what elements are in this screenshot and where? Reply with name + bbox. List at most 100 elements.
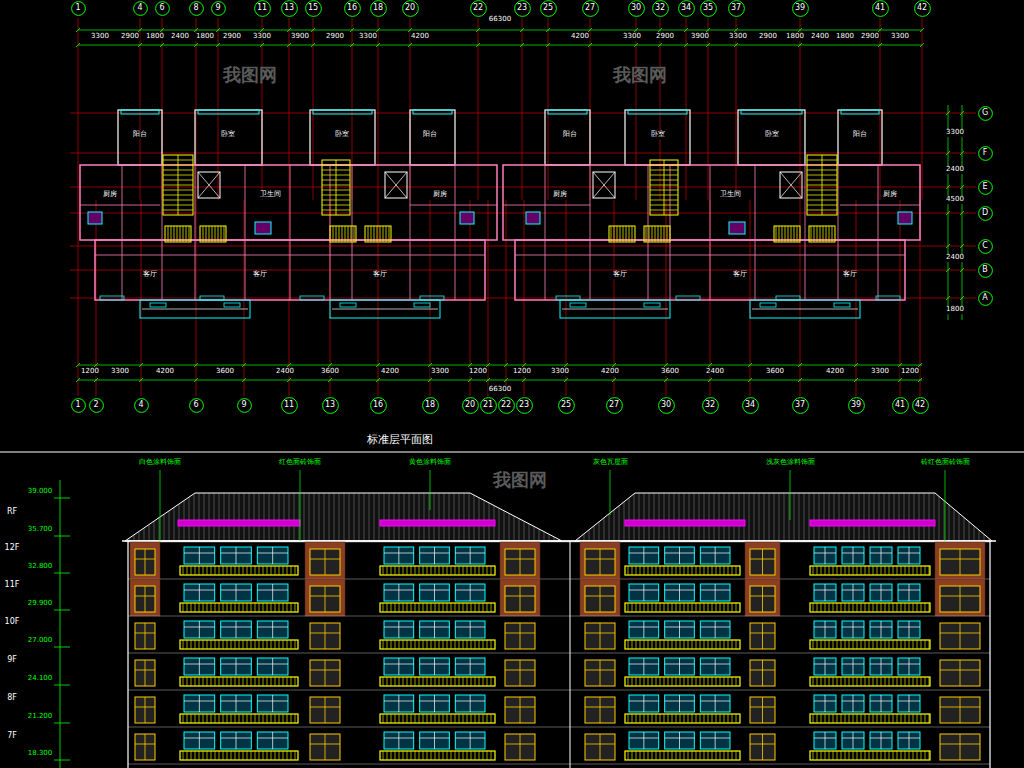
window-transom <box>135 559 155 560</box>
roof-tile <box>249 493 250 541</box>
railing-bar <box>720 566 721 575</box>
railing-bar <box>893 640 894 649</box>
railing-bar <box>716 566 717 575</box>
stair-tread <box>776 226 777 242</box>
railing-bar <box>628 640 629 649</box>
railing-bar <box>885 603 886 612</box>
railing-bar <box>231 640 232 649</box>
window <box>384 547 414 564</box>
plan-left-block <box>80 110 497 318</box>
window-mullion <box>470 621 471 638</box>
railing-bar <box>668 751 669 760</box>
window <box>221 732 252 749</box>
window <box>665 547 695 564</box>
level-tick <box>54 498 70 499</box>
window-mullion <box>272 658 273 675</box>
roof-tile <box>949 505 950 541</box>
window-symbol <box>200 296 224 300</box>
interior-wall <box>352 165 353 300</box>
stair-tread <box>779 226 780 242</box>
roof-tile <box>309 493 310 541</box>
dimension-tick <box>684 43 688 47</box>
window-transom <box>585 596 615 597</box>
roof-tile <box>899 493 900 541</box>
axis-bubble: 9 <box>237 398 252 413</box>
railing-bar <box>291 751 292 760</box>
axis-number: 1 <box>75 401 80 409</box>
railing-bar <box>259 640 260 649</box>
window-symbol <box>548 110 587 114</box>
window-mullion <box>600 549 601 575</box>
dimension-line <box>78 45 922 46</box>
railing-bar <box>239 640 240 649</box>
railing-bar <box>483 603 484 612</box>
dimension-text: 3300 <box>945 129 965 137</box>
balcony-railing <box>180 603 298 612</box>
balcony-railing <box>810 677 930 686</box>
roof-tile <box>894 493 895 541</box>
railing-bar <box>451 603 452 612</box>
dimension-tick <box>798 378 802 382</box>
roof-tile <box>629 498 630 541</box>
window <box>629 732 659 749</box>
window-transom <box>898 627 920 628</box>
axis-line <box>70 213 976 214</box>
railing-bar <box>403 677 404 686</box>
window-transom <box>455 664 485 665</box>
railing-bar <box>833 714 834 723</box>
window <box>665 732 695 749</box>
railing-bar <box>861 566 862 575</box>
window <box>842 695 864 712</box>
window-transom <box>750 707 775 708</box>
railing-bar <box>235 751 236 760</box>
elevation-mark: 32.800 <box>27 563 54 571</box>
railing-bar <box>680 751 681 760</box>
railing-bar <box>905 751 906 760</box>
dimension-text: 4500 <box>945 196 965 204</box>
dimension-text: 1800 <box>195 33 215 41</box>
dimension-text: 4200 <box>380 368 400 376</box>
axis-number: 23 <box>517 4 527 12</box>
railing-bar <box>239 714 240 723</box>
railing-bar <box>475 714 476 723</box>
window-mullion <box>272 695 273 712</box>
axis-number: 6 <box>159 4 164 12</box>
axis-number: G <box>982 109 988 117</box>
interior-wall <box>195 165 196 300</box>
window <box>310 623 340 649</box>
railing-bar <box>897 677 898 686</box>
dimension-text: 2400 <box>945 166 965 174</box>
window-transom <box>814 590 836 591</box>
railing-bar <box>628 751 629 760</box>
bubble-circle <box>628 0 644 16</box>
railing-bar <box>207 677 208 686</box>
railing-bar <box>833 751 834 760</box>
window <box>257 658 288 675</box>
stair-tread <box>212 226 213 242</box>
roof-tile <box>139 531 140 541</box>
bubble-circle <box>71 398 85 412</box>
window-mullion <box>762 549 763 575</box>
window-mullion <box>825 732 826 749</box>
room-name: 客厅 <box>252 271 268 279</box>
railing-bar <box>877 566 878 575</box>
window <box>814 732 836 749</box>
stair-tread <box>832 226 833 242</box>
window-mullion <box>960 623 961 649</box>
axis-number: 32 <box>705 401 715 409</box>
roof <box>125 493 562 541</box>
dimension-tick <box>684 28 688 32</box>
railing-bar <box>203 603 204 612</box>
window <box>184 658 215 675</box>
railing-bar <box>463 603 464 612</box>
railing-bar <box>917 677 918 686</box>
railing-bar <box>183 566 184 575</box>
railing-bar <box>636 751 637 760</box>
window-mullion <box>236 732 237 749</box>
railing-bar <box>692 714 693 723</box>
railing-bar <box>692 640 693 649</box>
roof-tile <box>404 493 405 541</box>
roof-tile <box>334 493 335 541</box>
dimension-text: 2400 <box>275 368 295 376</box>
axis-number: 9 <box>241 401 246 409</box>
